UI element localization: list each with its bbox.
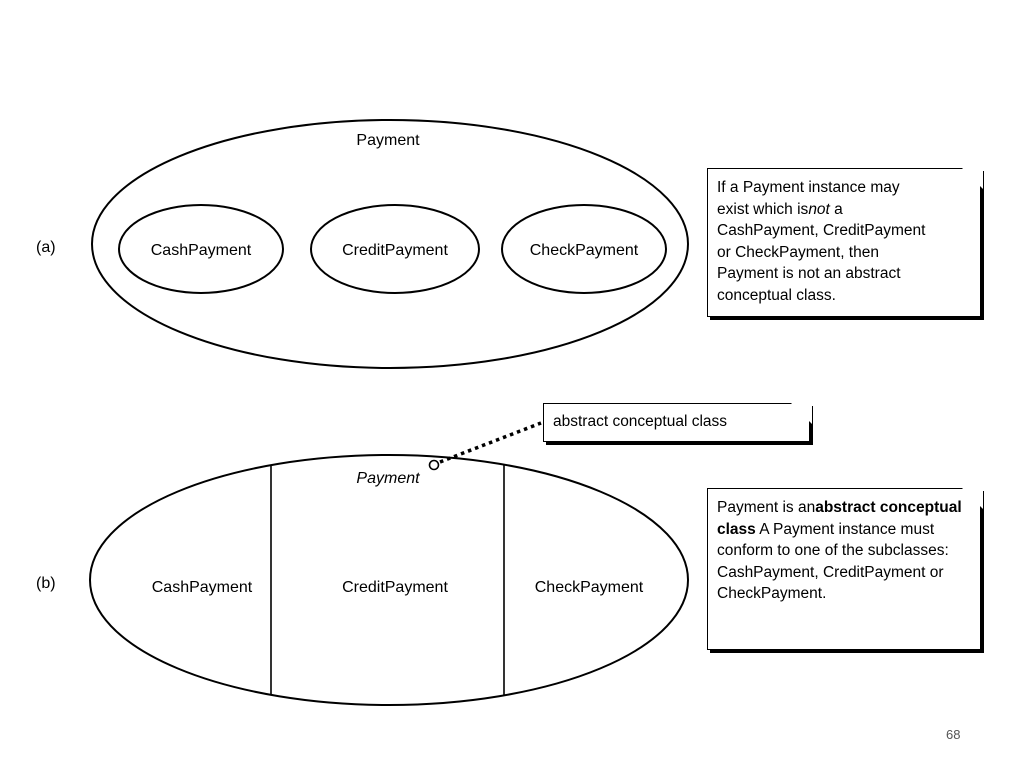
payment-outer-ellipse-a [91, 119, 689, 369]
cashpayment-label-a: CashPayment [151, 242, 252, 259]
part-a-label: (a) [36, 239, 56, 256]
note-a-fold [961, 167, 983, 189]
note-a-line3: CashPayment, CreditPayment [717, 222, 926, 239]
creditpayment-label-b: CreditPayment [342, 579, 448, 596]
part-b-label: (b) [36, 575, 56, 592]
note-b-pre: Payment is an [717, 499, 816, 516]
creditpayment-label-a: CreditPayment [342, 242, 448, 259]
note-a-line2-pre: exist which is [717, 200, 809, 218]
checkpayment-ellipse-a [501, 204, 667, 294]
note-b: Payment is anabstract conceptual class A… [707, 487, 983, 650]
payment-title-b: Payment [356, 470, 420, 487]
callout-text: abstract conceptual class [553, 413, 728, 430]
note-a-line2-post: a [829, 200, 843, 218]
callout-connector [439, 421, 542, 464]
note-a-line1: If a Payment instance may [717, 179, 900, 196]
note-b-post: A Payment instance must conform to one o… [717, 520, 949, 603]
note-a-line2-em: not [808, 200, 830, 218]
connector-anchor-circle [428, 459, 440, 471]
page-number: 68 [946, 727, 961, 742]
cashpayment-ellipse-a [118, 204, 284, 294]
payment-title-a: Payment [356, 132, 420, 149]
note-a-line5: Payment is not an abstract [717, 265, 901, 282]
creditpayment-ellipse-a [310, 204, 480, 294]
note-a-line4: or CheckPayment, then [717, 243, 879, 261]
checkpayment-label-b: CheckPayment [535, 579, 644, 596]
note-a: If a Payment instance may exist which is… [707, 167, 983, 317]
note-b-fold [961, 487, 983, 509]
callout-fold [790, 402, 812, 424]
abstract-class-callout: abstract conceptual class [543, 402, 812, 442]
note-a-line6: conceptual class. [717, 286, 836, 304]
payment-outer-ellipse-b [89, 454, 689, 706]
cashpayment-label-b: CashPayment [152, 579, 253, 596]
note-b-bold: abstract conceptual class [717, 499, 962, 538]
checkpayment-label-a: CheckPayment [530, 242, 639, 259]
